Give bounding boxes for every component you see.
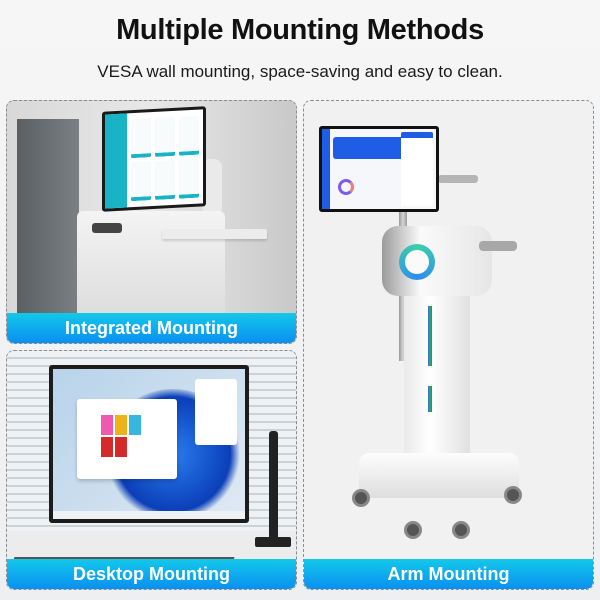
dashboard-screen: [322, 129, 436, 209]
doctor-card: [155, 116, 175, 157]
file-explorer-window: [77, 399, 177, 479]
trolley-dial: [399, 244, 435, 280]
trolley-light-strip: [428, 306, 432, 366]
arm-mounting-label: Arm Mounting: [304, 559, 593, 589]
windows-desktop-screen: [53, 369, 245, 519]
door-image: [17, 119, 79, 319]
wheel: [504, 486, 522, 504]
doctor-card: [179, 115, 199, 156]
thumbnail: [129, 437, 141, 457]
photo-thumbnails: [101, 415, 141, 457]
arm-mounting-panel: Arm Mounting: [303, 100, 594, 590]
monitor-image: [49, 365, 249, 523]
thumbnail: [101, 415, 113, 435]
desktop-mounting-panel: Desktop Mounting: [6, 350, 297, 590]
desk-arm-post: [269, 431, 278, 541]
integrated-mounting-label: Integrated Mounting: [7, 313, 296, 343]
taskbar: [53, 511, 245, 519]
profile-panel: [401, 132, 433, 206]
mount-arm: [438, 175, 478, 183]
thumbnail: [101, 437, 113, 457]
wheel: [404, 521, 422, 539]
doctor-card-grid: [127, 109, 203, 207]
thumbnail: [115, 415, 127, 435]
thumbnail: [115, 437, 127, 457]
screen-sidebar: [322, 129, 330, 209]
doctor-card: [131, 161, 151, 202]
dashboard-content: [330, 129, 436, 209]
doctor-card: [155, 159, 175, 200]
desk-clamp-base: [255, 537, 291, 547]
wheel: [452, 521, 470, 539]
screen-sidebar: [105, 113, 127, 209]
desktop-mounting-label: Desktop Mounting: [7, 559, 296, 589]
trolley-handle: [479, 241, 517, 251]
kiosk-back-mount: [202, 159, 222, 215]
doctor-card: [131, 118, 151, 159]
progress-ring: [338, 179, 354, 195]
page-title: Multiple Mounting Methods: [116, 14, 484, 46]
kiosk-slot: [92, 223, 122, 233]
thumbnail: [129, 415, 141, 435]
doctor-list-screen: [105, 109, 203, 209]
trolley-base: [359, 453, 519, 498]
folder-list-window: [195, 379, 237, 445]
trolley-light-strip: [428, 386, 432, 412]
integrated-mounting-panel: Integrated Mounting: [6, 100, 297, 344]
monitor-image: [319, 126, 439, 212]
doctor-card: [179, 158, 199, 199]
page-subtitle: VESA wall mounting, space-saving and eas…: [97, 62, 503, 81]
wheel: [352, 489, 370, 507]
monitor-image: [102, 106, 206, 212]
welcome-banner: [333, 137, 405, 159]
kiosk-tray: [162, 229, 267, 239]
